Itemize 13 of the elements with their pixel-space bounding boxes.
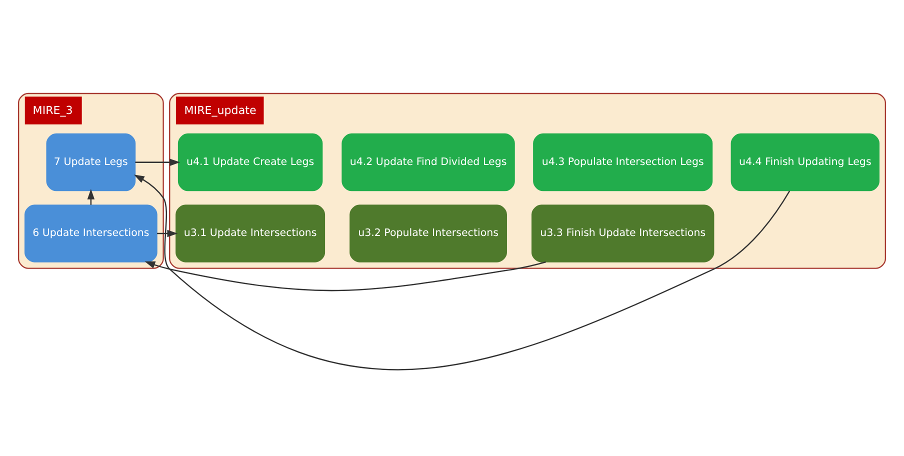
arrow [135, 158, 180, 166]
node-box: u3.2 Populate Intersections [350, 204, 507, 262]
node-box: u4.3 Populate Intersection Legs [533, 132, 713, 191]
node-box: u4.4 Finish Updating Legs [730, 132, 880, 191]
arrow [134, 174, 790, 370]
node-box: u4.1 Update Create Legs [178, 132, 323, 191]
node-box: 6 Update Intersections [24, 204, 158, 262]
node-box: u3.1 Update Intersections [176, 204, 326, 262]
node-box: u4.2 Update Find Divided Legs [342, 132, 515, 191]
node-box: 7 Update Legs [46, 132, 136, 191]
arrow [144, 260, 546, 291]
node-box: u3.3 Finish Update Intersections [532, 204, 714, 262]
arrow [157, 229, 178, 237]
